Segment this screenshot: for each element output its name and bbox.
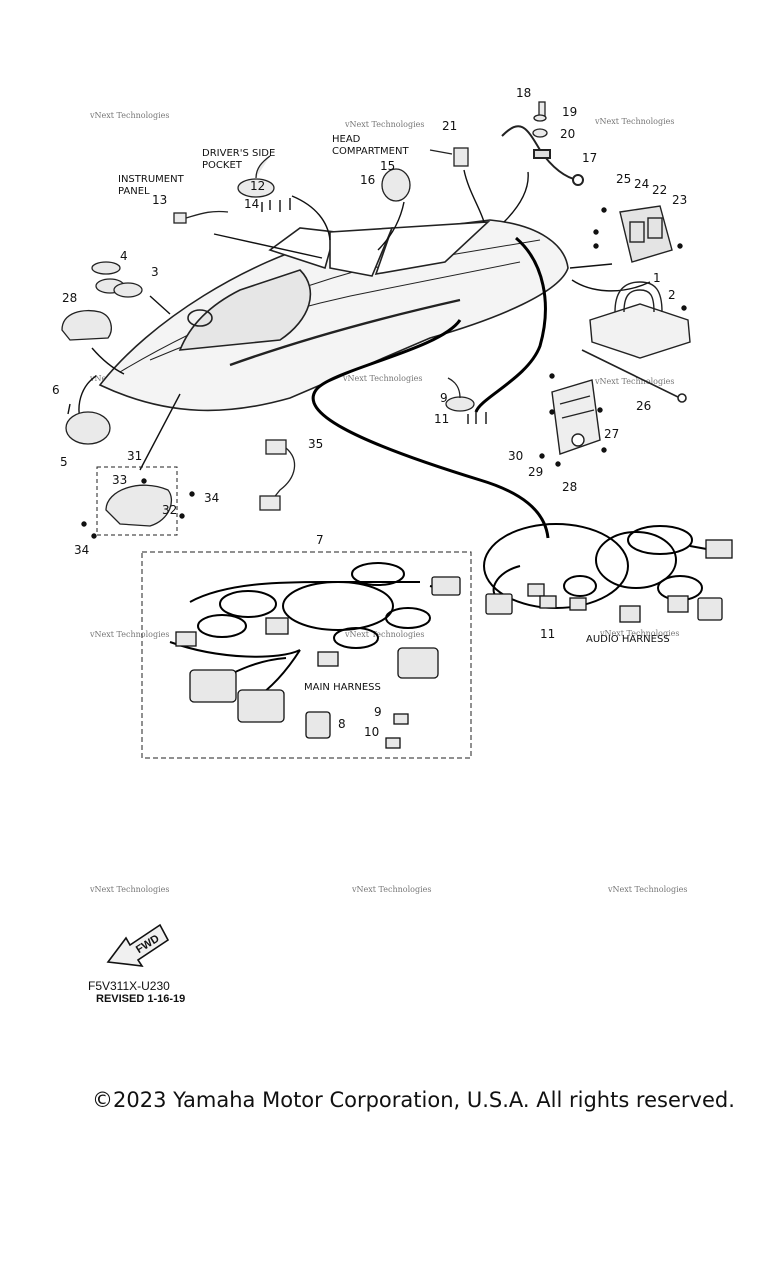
watermark: vNext Technologies xyxy=(342,374,422,383)
fwd-arrow-icon: FWD xyxy=(106,923,170,967)
callout-33: 33 xyxy=(112,473,127,487)
instrument-panel-label-2: PANEL xyxy=(118,186,150,197)
callout-2: 2 xyxy=(668,288,676,302)
switch-bracket xyxy=(619,205,673,263)
callouts: 1 2 3 4 5 6 7 8 9 9 10 11 11 12 13 14 15… xyxy=(52,86,687,739)
watermark: vNext Technologies xyxy=(344,630,424,639)
audio-harness-connectors xyxy=(485,539,733,623)
head-compartment-label: HEAD xyxy=(332,134,361,145)
main-harness-connectors xyxy=(175,576,461,749)
callout-27: 27 xyxy=(604,427,619,441)
head-compartment-label-2: COMPARTMENT xyxy=(332,146,409,157)
fasteners xyxy=(67,198,687,539)
revised-date: REVISED 1-16-19 xyxy=(96,993,185,1005)
callout-30: 30 xyxy=(508,449,523,463)
callout-10: 10 xyxy=(364,725,379,739)
callout-7: 7 xyxy=(316,533,324,547)
callout-34: 34 xyxy=(204,491,219,505)
copyright-notice: ©2023 Yamaha Motor Corporation, U.S.A. A… xyxy=(92,1088,735,1112)
watermark: vNext Technologies xyxy=(89,885,169,894)
watermark: vNext Technologies xyxy=(594,117,674,126)
callout-22: 22 xyxy=(652,183,667,197)
watermark: vNext Technologies xyxy=(344,120,424,129)
callout-18: 18 xyxy=(516,86,531,100)
captions: INSTRUMENT PANEL DRIVER'S SIDE POCKET HE… xyxy=(118,134,670,693)
callout-31: 31 xyxy=(127,449,142,463)
harness-route xyxy=(311,236,550,539)
callout-3: 3 xyxy=(151,265,159,279)
part-31-group-box xyxy=(96,466,178,536)
callout-9: 9 xyxy=(374,705,382,719)
control-module xyxy=(551,379,601,455)
callout-11: 11 xyxy=(540,627,555,641)
callout-32: 32 xyxy=(162,503,177,517)
callout-17: 17 xyxy=(582,151,597,165)
battery-box xyxy=(589,281,691,359)
watermark: vNext Technologies xyxy=(607,885,687,894)
audio-harness-label: AUDIO HARNESS xyxy=(586,634,670,645)
callout-1: 1 xyxy=(653,271,661,285)
main-harness-label: MAIN HARNESS xyxy=(304,682,381,693)
watermark: vNext Technologies xyxy=(89,111,169,120)
callout-13: 13 xyxy=(152,193,167,207)
callout-23: 23 xyxy=(672,193,687,207)
callout-8: 8 xyxy=(338,717,346,731)
boat-hull xyxy=(98,219,569,412)
callout-20: 20 xyxy=(560,127,575,141)
callout-12: 12 xyxy=(250,179,265,193)
drivers-side-pocket-label: DRIVER'S SIDE xyxy=(202,148,275,159)
callout-11: 11 xyxy=(434,412,449,426)
callout-6: 6 xyxy=(52,383,60,397)
callout-9: 9 xyxy=(440,391,448,405)
cable-17 xyxy=(501,125,584,186)
callout-25: 25 xyxy=(616,172,631,186)
drivers-side-pocket-label-2: POCKET xyxy=(202,160,243,171)
callout-24: 24 xyxy=(634,177,649,191)
callout-29: 29 xyxy=(528,465,543,479)
callout-4: 4 xyxy=(120,249,128,263)
callout-35: 35 xyxy=(308,437,323,451)
watermark: vNext Technologies xyxy=(89,630,169,639)
callout-14: 14 xyxy=(244,197,259,211)
callout-28: 28 xyxy=(562,480,577,494)
callout-5: 5 xyxy=(60,455,68,469)
main-harness-group-box xyxy=(141,551,472,759)
drawing-code: F5V311X-U230 xyxy=(88,979,170,993)
watermark: vNext Technologies xyxy=(594,377,674,386)
cable-26 xyxy=(581,349,687,403)
callout-19: 19 xyxy=(562,105,577,119)
instrument-panel-label: INSTRUMENT xyxy=(118,174,185,185)
callout-16: 16 xyxy=(360,173,375,187)
watermark: vNext Technologies xyxy=(351,885,431,894)
watermark: vNext Technologies xyxy=(599,629,679,638)
callout-28: 28 xyxy=(62,291,77,305)
callout-34: 34 xyxy=(74,543,89,557)
callout-21: 21 xyxy=(442,119,457,133)
small-parts xyxy=(61,101,548,527)
callout-26: 26 xyxy=(636,399,651,413)
callout-15: 15 xyxy=(380,159,395,173)
